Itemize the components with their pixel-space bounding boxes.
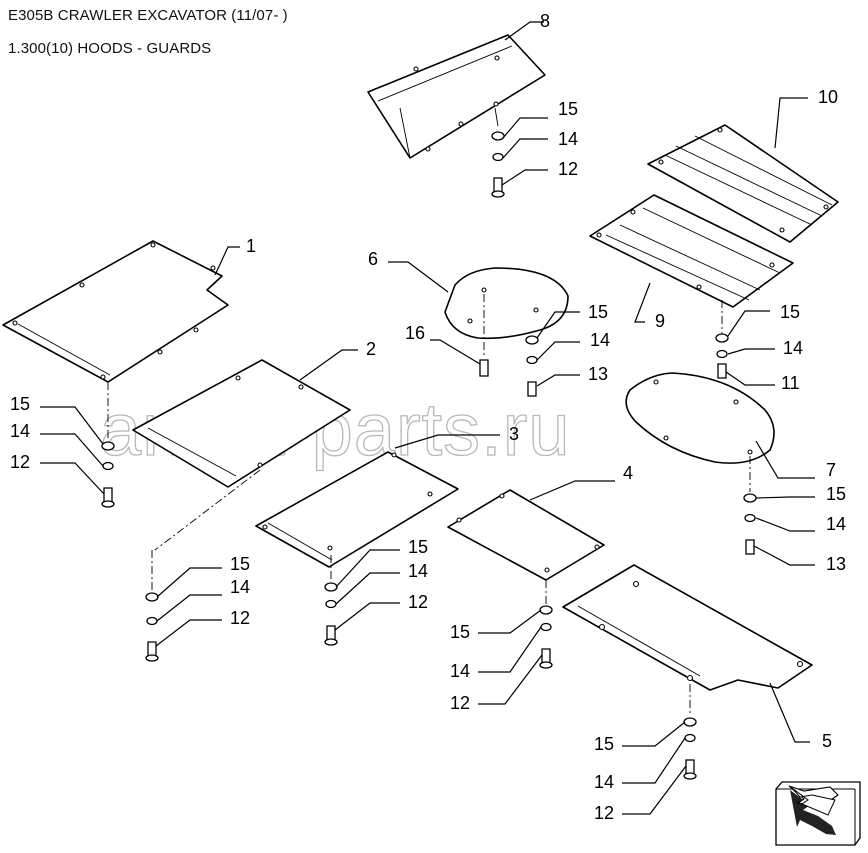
callout-4-washer-15: 15 xyxy=(450,622,470,642)
callout-2-bolt-12: 12 xyxy=(230,608,250,628)
callout-5-washer-14: 14 xyxy=(594,772,614,792)
part-9-plate xyxy=(589,194,794,336)
next-page-arrow-icon[interactable] xyxy=(775,781,861,846)
callout-1-washer-15: 15 xyxy=(10,394,30,414)
callout-6: 6 xyxy=(368,249,378,269)
part-7-cover xyxy=(625,372,775,492)
callout-16: 16 xyxy=(405,323,425,343)
callout-8: 8 xyxy=(540,11,550,31)
part-3-fasteners xyxy=(324,582,338,646)
callout-9-washer-15: 15 xyxy=(780,302,800,322)
part-9-fasteners xyxy=(715,333,729,379)
callout-8-washer-14: 14 xyxy=(558,129,578,149)
part-7-fasteners xyxy=(743,493,757,555)
callout-2-washer-15: 15 xyxy=(230,554,250,574)
callout-3-bolt-12: 12 xyxy=(408,592,428,612)
callout-6-bolt-13: 13 xyxy=(588,364,608,384)
callout-3-washer-14: 14 xyxy=(408,561,428,581)
callout-labels: 8 15 14 12 10 9 15 14 11 6 15 14 13 16 1… xyxy=(10,11,846,823)
part-1-hood xyxy=(2,240,229,440)
callout-9-washer-14: 14 xyxy=(783,338,803,358)
callout-5-washer-15: 15 xyxy=(594,734,614,754)
callout-4-bolt-12: 12 xyxy=(450,693,470,713)
part-8-hood xyxy=(367,34,546,159)
callout-1: 1 xyxy=(246,236,256,256)
part-2-fasteners xyxy=(145,592,159,662)
callout-7: 7 xyxy=(826,460,836,480)
callout-7-washer-15: 15 xyxy=(826,484,846,504)
callout-7-bolt-13: 13 xyxy=(826,554,846,574)
callout-2: 2 xyxy=(366,339,376,359)
callout-11: 11 xyxy=(781,373,800,393)
callout-1-bolt-12: 12 xyxy=(10,452,30,472)
diagram-title: E305B CRAWLER EXCAVATOR (11/07- ) xyxy=(8,7,288,24)
leader-lines xyxy=(40,21,815,815)
callout-10: 10 xyxy=(818,87,838,107)
callout-7-washer-14: 14 xyxy=(826,514,846,534)
callout-5-bolt-12: 12 xyxy=(594,803,614,823)
callout-3: 3 xyxy=(509,424,519,444)
part-3-plate xyxy=(255,451,459,582)
callout-2-washer-14: 14 xyxy=(230,577,250,597)
callout-4: 4 xyxy=(623,463,633,483)
part-6-fasteners xyxy=(479,335,539,397)
part-2-plate xyxy=(132,359,351,590)
callout-6-washer-15: 15 xyxy=(588,302,608,322)
part-1-fasteners xyxy=(101,441,115,508)
callout-5: 5 xyxy=(822,731,832,751)
part-10-plate xyxy=(647,124,839,243)
callout-9: 9 xyxy=(655,311,665,331)
part-5-fasteners xyxy=(683,717,697,780)
part-6-cover xyxy=(444,267,569,358)
callout-6-washer-14: 14 xyxy=(590,330,610,350)
part-5-plate xyxy=(562,564,813,715)
callout-3-washer-15: 15 xyxy=(408,537,428,557)
callout-4-washer-14: 14 xyxy=(450,661,470,681)
callout-1-washer-14: 14 xyxy=(10,421,30,441)
part-8-fasteners xyxy=(491,131,505,198)
part-4-plate xyxy=(447,489,605,604)
part-4-fasteners xyxy=(539,605,553,669)
callout-8-bolt-12: 12 xyxy=(558,159,578,179)
diagram-subtitle: 1.300(10) HOODS - GUARDS xyxy=(8,40,212,57)
callout-8-washer-15: 15 xyxy=(558,99,578,119)
